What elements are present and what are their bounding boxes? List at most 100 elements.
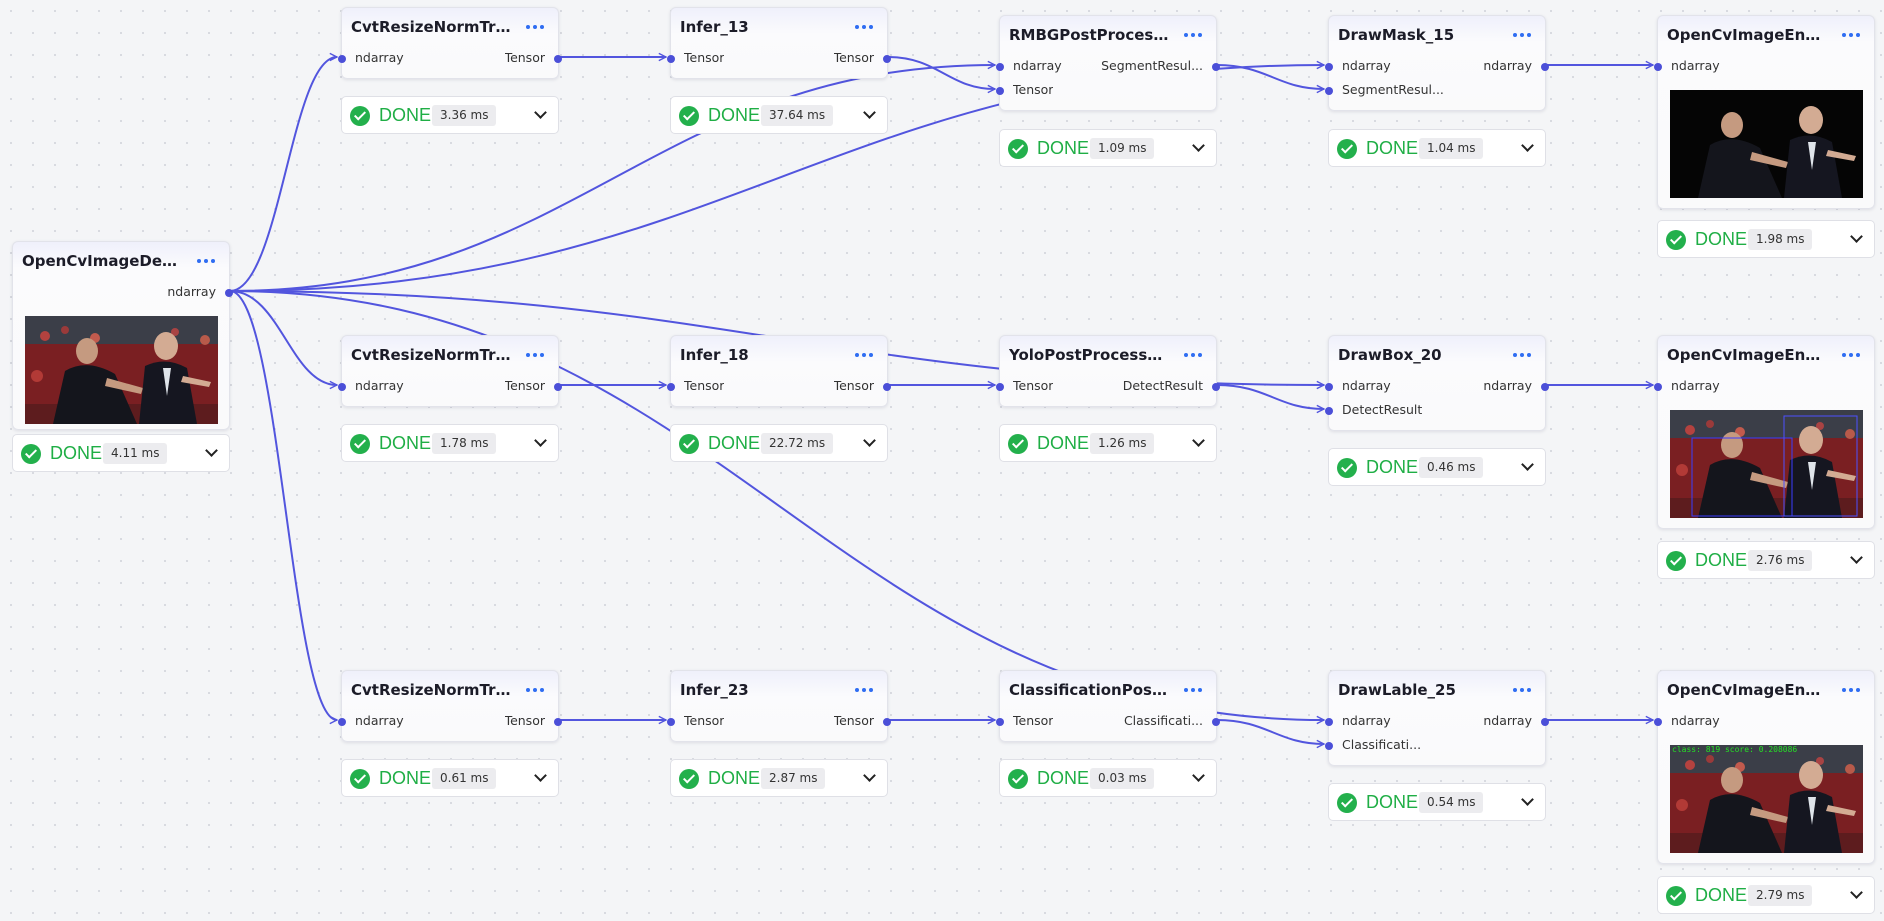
output-port-handle[interactable] [1541,718,1549,726]
input-port-handle[interactable] [667,718,675,726]
input-port-handle[interactable] [1654,718,1662,726]
output-port-handle[interactable] [554,383,562,391]
node-title: OpenCvImageEncod... [1667,346,1827,364]
more-options-icon[interactable] [526,349,546,361]
chevron-down-icon[interactable] [1850,889,1862,899]
input-port-handle[interactable] [1325,407,1333,415]
input-port-handle[interactable] [667,55,675,63]
chevron-down-icon[interactable] [1521,142,1533,152]
more-options-icon[interactable] [197,255,217,267]
input-port-handle[interactable] [996,718,1004,726]
node-opencvimagedecod[interactable]: OpenCvImageDecod... ndarray [12,241,233,430]
node-rmbgpostprocess-14[interactable]: RMBGPostProcess_14 ndarraySegmentResul..… [996,15,1220,111]
chevron-down-icon[interactable] [205,447,217,457]
node-title: Infer_23 [680,681,749,699]
output-port-handle[interactable] [554,55,562,63]
node-title: OpenCvImageDecod... [22,252,182,270]
chevron-down-icon[interactable] [1850,233,1862,243]
input-port-handle[interactable] [338,718,346,726]
output-port-handle[interactable] [1212,718,1220,726]
output-port-handle[interactable] [1212,383,1220,391]
input-port-handle[interactable] [1325,383,1333,391]
connection-edge[interactable] [887,56,995,89]
output-port-handle[interactable] [883,718,891,726]
output-port-handle[interactable] [1541,383,1549,391]
chevron-down-icon[interactable] [863,437,875,447]
more-options-icon[interactable] [1184,349,1204,361]
input-port-handle[interactable] [338,55,346,63]
output-port-handle[interactable] [1212,63,1220,71]
output-port-handle[interactable] [883,55,891,63]
input-port-handle[interactable] [1325,718,1333,726]
chevron-down-icon[interactable] [534,109,546,119]
chevron-down-icon[interactable] [863,109,875,119]
more-options-icon[interactable] [526,21,546,33]
chevron-down-icon[interactable] [863,772,875,782]
check-circle-icon [1666,886,1686,906]
more-options-icon[interactable] [855,684,875,696]
more-options-icon[interactable] [1842,29,1862,41]
chevron-down-icon[interactable] [1850,554,1862,564]
chevron-down-icon[interactable] [1192,142,1204,152]
more-options-icon[interactable] [1184,684,1204,696]
input-port-handle[interactable] [667,383,675,391]
more-options-icon[interactable] [1842,349,1862,361]
output-port-handle[interactable] [554,718,562,726]
node-status-bar: DONE 2.79 ms [1657,876,1875,914]
elapsed-time-badge: 2.87 ms [761,768,826,789]
node-opencvimageencod[interactable]: OpenCvImageEncod... ndarray class: 819 s… [1654,670,1875,864]
chevron-down-icon[interactable] [534,437,546,447]
status-text: DONE [1366,792,1419,812]
more-options-icon[interactable] [1513,29,1533,41]
input-port-handle[interactable] [996,383,1004,391]
node-opencvimageencod[interactable]: OpenCvImageEncod... ndarray [1654,15,1875,209]
chevron-down-icon[interactable] [1192,772,1204,782]
connection-edge[interactable] [1216,719,1324,744]
input-port-handle[interactable] [1325,742,1333,750]
input-port-handle[interactable] [1325,87,1333,95]
image-preview-thumbnail: class: 819 score: 0.208086 [1670,745,1863,853]
port-row: Classificati... [1325,733,1545,757]
connection-edge[interactable] [229,290,337,720]
input-port-handle[interactable] [996,87,1004,95]
input-port-handle[interactable] [1654,63,1662,71]
more-options-icon[interactable] [855,21,875,33]
output-port-handle[interactable] [225,289,233,297]
more-options-icon[interactable] [855,349,875,361]
output-port-handle[interactable] [883,383,891,391]
chevron-down-icon[interactable] [1192,437,1204,447]
more-options-icon[interactable] [526,684,546,696]
input-port-handle[interactable] [1654,383,1662,391]
chevron-down-icon[interactable] [1521,796,1533,806]
chevron-down-icon[interactable] [534,772,546,782]
more-options-icon[interactable] [1842,684,1862,696]
connection-edge[interactable] [1216,64,1324,89]
input-port-handle[interactable] [996,63,1004,71]
more-options-icon[interactable] [1513,684,1533,696]
more-options-icon[interactable] [1184,29,1204,41]
chevron-down-icon[interactable] [1521,461,1533,471]
connection-edge[interactable] [229,57,337,292]
output-port-handle[interactable] [1541,63,1549,71]
node-header: CvtResizeNormTrans... [342,671,558,709]
input-port-handle[interactable] [1325,63,1333,71]
node-opencvimageencod[interactable]: OpenCvImageEncod... ndarray [1654,335,1875,529]
node-classificationpostpro[interactable]: ClassificationPostPro... TensorClassific… [996,670,1220,742]
more-options-icon[interactable] [1513,349,1533,361]
connection-edge[interactable] [1216,384,1324,409]
connection-edge[interactable] [229,290,337,385]
input-port-handle[interactable] [338,383,346,391]
